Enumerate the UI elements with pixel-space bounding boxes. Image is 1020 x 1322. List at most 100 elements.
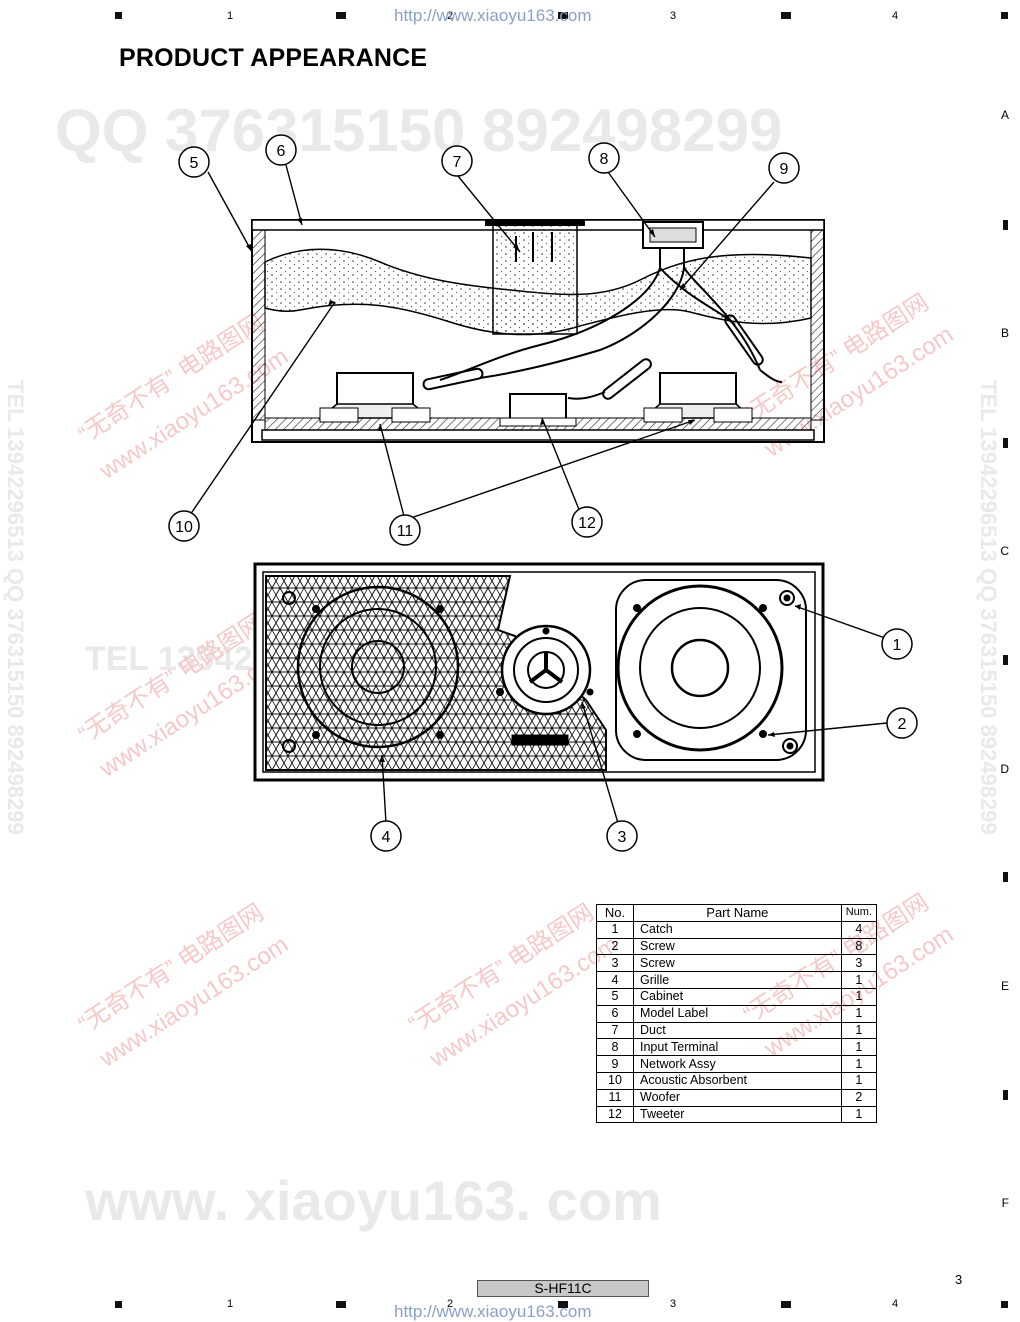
- register-mark: [115, 12, 122, 19]
- cell-num: 1: [840, 1105, 878, 1124]
- zone-mark: [1003, 1090, 1008, 1100]
- zone-mark: [1003, 438, 1008, 448]
- tweeter-front: [496, 624, 594, 746]
- register-mark: [336, 1301, 346, 1308]
- column-2: 2: [447, 10, 454, 22]
- callout-label-2: 2: [898, 716, 907, 733]
- woofer-front-left: [282, 585, 460, 753]
- callout-3: [606, 820, 638, 852]
- cell-no: 3: [596, 954, 634, 973]
- woofer-front-right: [615, 579, 807, 761]
- tweeter: [499, 393, 577, 427]
- header-no: No.: [596, 904, 634, 922]
- woofer-right: [642, 372, 754, 423]
- footer-column-3: 3: [670, 1298, 677, 1310]
- cell-num: 1: [840, 1055, 878, 1073]
- cell-name: Grille: [633, 971, 842, 989]
- column-4: 4: [892, 10, 899, 22]
- header-url-link[interactable]: http://www.xiaoyu163.com: [394, 6, 592, 25]
- cell-name: Model Label: [633, 1004, 842, 1023]
- callout-label-1: 1: [893, 637, 902, 654]
- cell-num: 1: [840, 971, 878, 989]
- cell-name: Woofer: [633, 1088, 842, 1107]
- watermark-qq: QQ 376315150 892498299: [55, 97, 783, 164]
- callout-12: [571, 506, 603, 538]
- cell-no: 4: [596, 971, 634, 989]
- zone-d: D: [1000, 762, 1009, 776]
- cell-name: Duct: [633, 1021, 842, 1040]
- footer-column-1: 1: [227, 1298, 234, 1310]
- callout-label-6: 6: [277, 143, 286, 160]
- register-mark: [115, 1301, 122, 1308]
- cell-name: Screw: [633, 954, 842, 973]
- callout-1: [881, 628, 913, 660]
- callout-label-9: 9: [780, 161, 789, 178]
- cell-num: 1: [840, 1071, 878, 1090]
- zone-f: F: [1001, 1196, 1009, 1210]
- cell-no: 8: [596, 1038, 634, 1057]
- callout-4: [370, 820, 402, 852]
- zone-c: C: [1000, 544, 1009, 558]
- woofer-left: [317, 372, 433, 423]
- cell-name: Screw: [633, 937, 842, 956]
- header-num: Num.: [840, 904, 878, 922]
- cell-name: Acoustic Absorbent: [633, 1071, 842, 1090]
- page-number: 3: [955, 1272, 963, 1287]
- cell-num: 8: [840, 937, 878, 956]
- cell-no: 5: [596, 987, 634, 1006]
- footer-column-4: 4: [892, 1298, 899, 1310]
- column-3: 3: [670, 10, 677, 22]
- callout-2: [886, 707, 918, 739]
- cell-no: 11: [596, 1088, 634, 1107]
- callout-label-12: 12: [578, 515, 596, 532]
- watermark-vertical-left: TEL 13942296513 QQ 376315150 892498299: [3, 380, 28, 835]
- cell-name: Tweeter: [633, 1105, 842, 1124]
- cell-no: 7: [596, 1021, 634, 1040]
- cell-name: Network Assy: [633, 1055, 842, 1073]
- cell-num: 4: [840, 920, 878, 939]
- watermark-site-big: www. xiaoyu163. com: [85, 1169, 662, 1232]
- cell-no: 6: [596, 1004, 634, 1023]
- acoustic-absorbent: [264, 248, 812, 336]
- zone-mark: [1003, 220, 1008, 230]
- cell-no: 9: [596, 1055, 634, 1073]
- zone-mark: [1003, 872, 1008, 882]
- register-mark: [558, 12, 568, 19]
- speaker-diagram: 5 6 7 8 9 10 11 12 1 2 4 3: [168, 134, 918, 852]
- callout-label-3: 3: [618, 829, 627, 846]
- callout-label-7: 7: [453, 154, 462, 171]
- zone-a: A: [1000, 108, 1009, 122]
- duct: [485, 220, 585, 335]
- register-mark: [336, 12, 346, 19]
- page-title: PRODUCT APPEARANCE: [119, 44, 428, 72]
- cell-num: 1: [840, 987, 878, 1006]
- register-mark: [558, 1301, 568, 1308]
- callout-label-10: 10: [175, 519, 193, 536]
- register-mark: [781, 12, 791, 19]
- cell-no: 1: [596, 920, 634, 939]
- register-mark: [1001, 1301, 1008, 1308]
- zone-b: B: [1000, 326, 1009, 340]
- callout-label-4: 4: [382, 829, 391, 846]
- callout-label-11: 11: [397, 523, 414, 540]
- zone-e: E: [1000, 979, 1009, 993]
- leader-lines: [189, 164, 888, 824]
- register-mark: [1001, 12, 1008, 19]
- footer-url-link[interactable]: http://www.xiaoyu163.com: [394, 1302, 592, 1321]
- cell-num: 1: [840, 1004, 878, 1023]
- cell-no: 12: [596, 1105, 634, 1124]
- cell-no: 2: [596, 937, 634, 956]
